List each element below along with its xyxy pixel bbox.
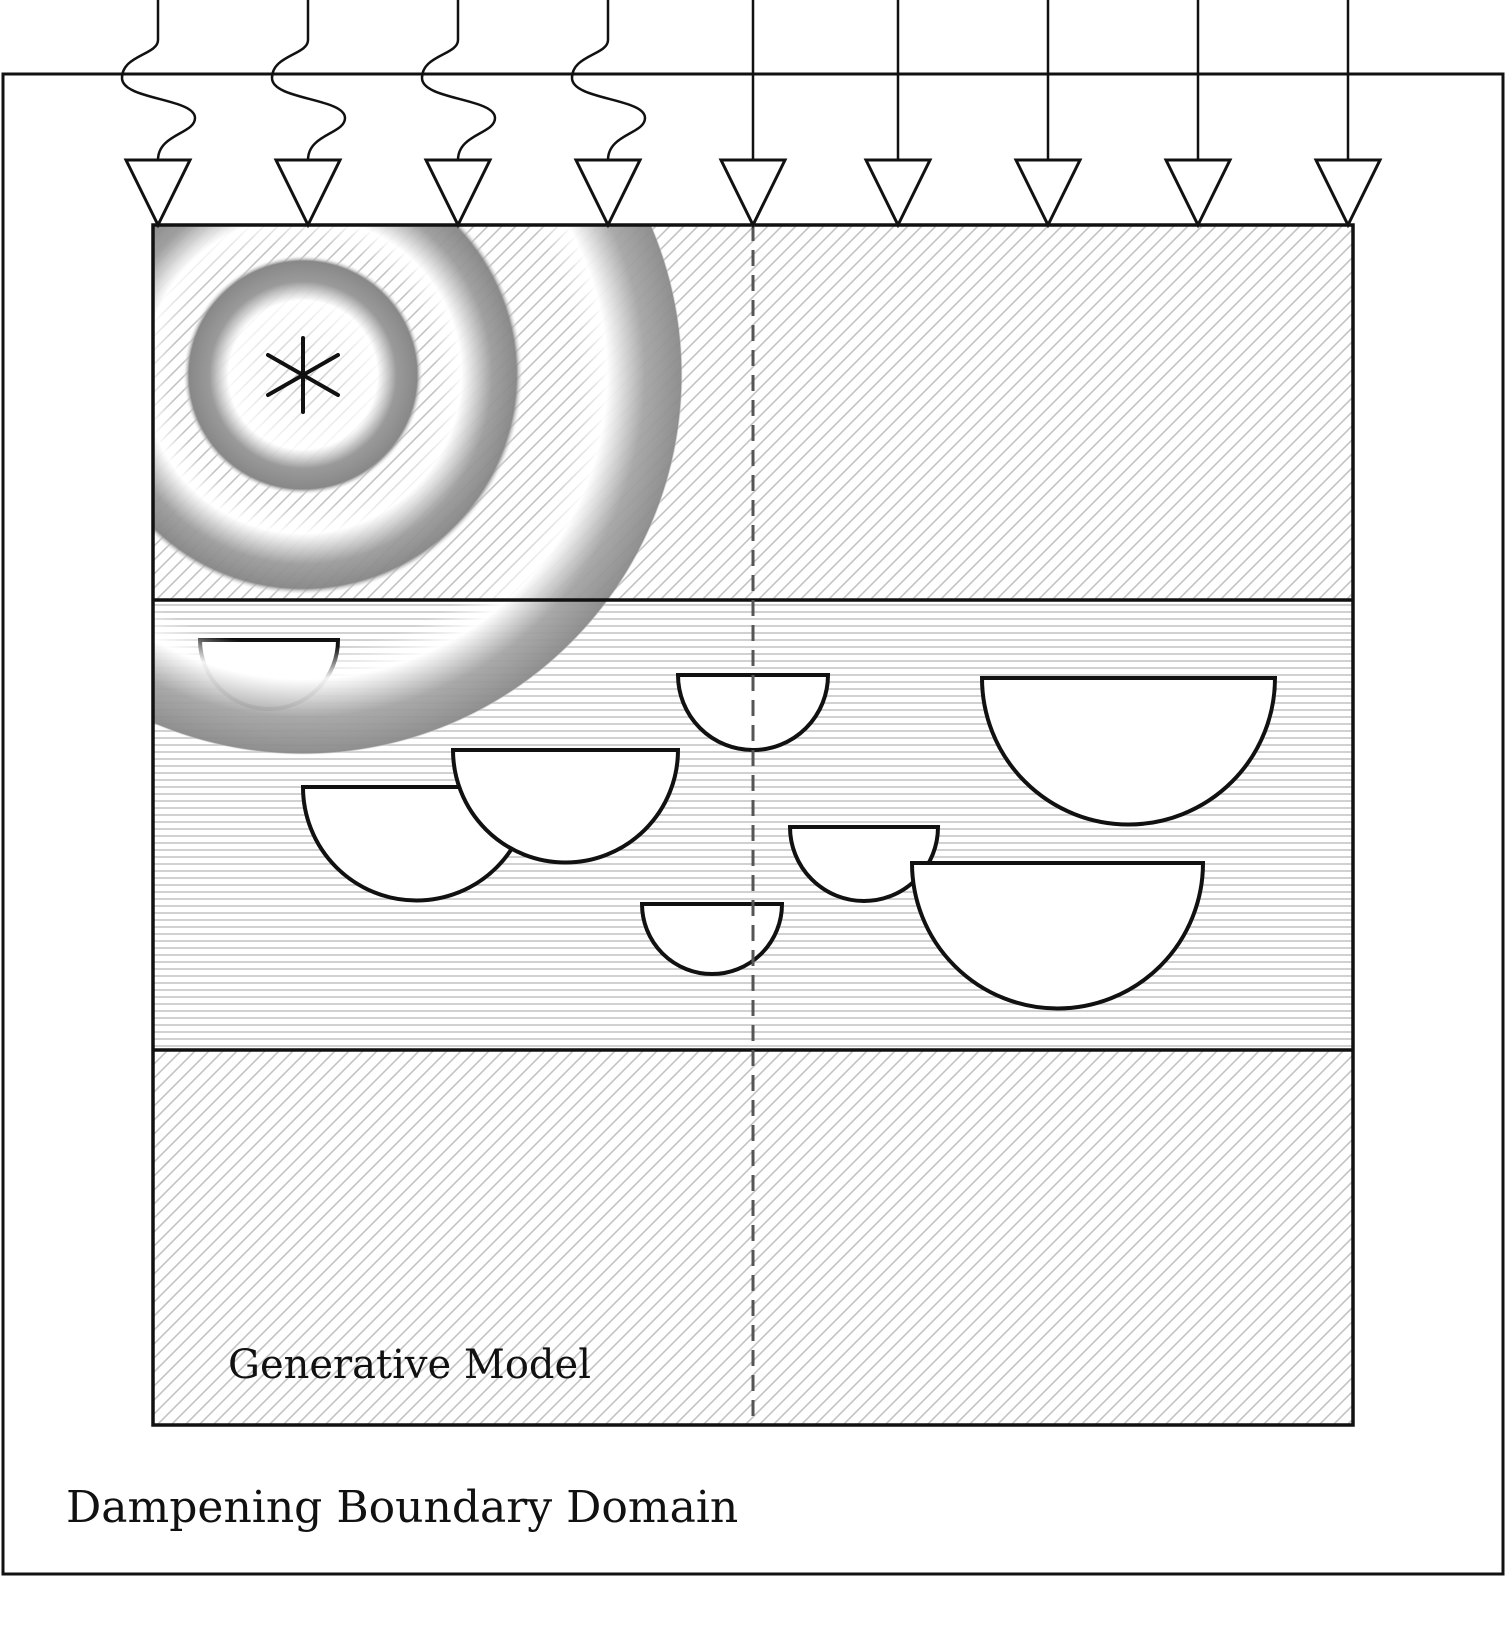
receivers: [123, 158, 1383, 229]
receiver-triangle-icon: [718, 158, 788, 229]
receiver-triangle-icon: [273, 158, 343, 229]
receiver-triangle-icon: [573, 158, 643, 229]
wavefronts: [153, 225, 683, 755]
inclusion: [979, 676, 1278, 827]
receiver-triangle-icon: [863, 158, 933, 229]
inclusion: [787, 825, 941, 903]
receiver-triangle-icon: [1163, 158, 1233, 229]
receiver-triangle-icon: [1313, 158, 1383, 229]
source-asterisk-icon: [266, 336, 340, 414]
generative-model-label: Generative Model: [228, 1342, 591, 1388]
straight-leads: [751, 0, 1350, 160]
receiver-triangle-icon: [1013, 158, 1083, 229]
receiver-triangle-icon: [423, 158, 493, 229]
dampening-boundary-label: Dampening Boundary Domain: [66, 1482, 738, 1533]
inclusion: [909, 861, 1206, 1011]
inclusion: [639, 902, 785, 976]
inclusion: [450, 748, 681, 865]
receiver-triangle-icon: [123, 158, 193, 229]
wavy-leads: [120, 0, 647, 161]
